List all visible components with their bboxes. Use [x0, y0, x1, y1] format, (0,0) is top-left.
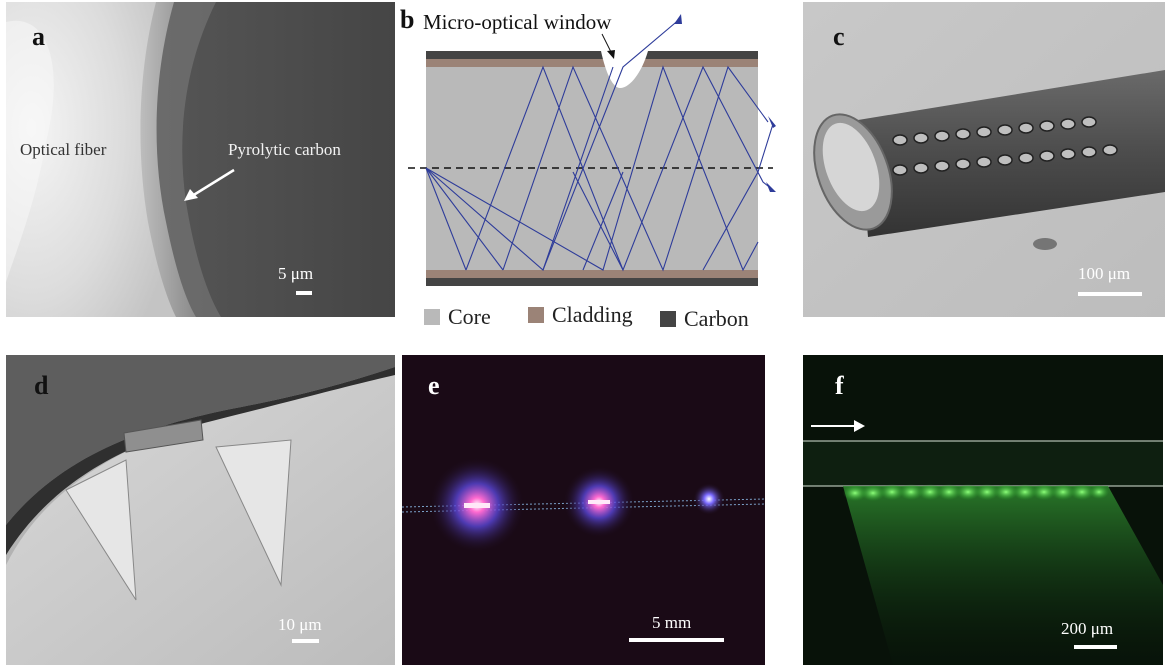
panel-c-scale-label: 100 μm — [1078, 264, 1131, 283]
panel-e-scale-bar — [629, 638, 724, 642]
micro-optical-window-notch — [601, 51, 648, 88]
legend-cladding-swatch — [528, 307, 544, 323]
legend-carbon-label: Carbon — [684, 306, 749, 331]
panel-f: f 200 μm — [803, 355, 1163, 665]
panel-e-scale-label: 5 mm — [652, 613, 692, 632]
top-cladding-layer — [426, 59, 758, 67]
legend-core-swatch — [424, 309, 440, 325]
optical-fiber-label: Optical fiber — [20, 140, 107, 159]
panel-e-label: e — [428, 371, 440, 400]
panel-a-label: a — [32, 22, 45, 51]
panel-f-scale-bar — [1074, 645, 1117, 649]
direction-arrow-icon — [854, 420, 865, 432]
ray-arrow-icon — [674, 14, 682, 24]
window-holes — [892, 116, 1118, 176]
light-rays — [425, 17, 774, 272]
legend-cladding: Cladding — [528, 302, 633, 328]
legend-carbon-swatch — [660, 311, 676, 327]
panel-e-photo — [402, 457, 765, 553]
panel-c-sem-image — [803, 2, 1165, 317]
pyrolytic-carbon-label: Pyrolytic carbon — [228, 140, 341, 159]
waveguide-diagram — [408, 14, 776, 286]
top-carbon-layer — [426, 51, 758, 59]
panel-d-scale-bar — [292, 639, 319, 643]
panel-d-scale-label: 10 μm — [278, 615, 322, 634]
panel-d-sem-image — [6, 355, 395, 665]
bottom-cladding-layer — [426, 270, 758, 278]
emission-dots — [843, 484, 1109, 501]
panel-c: c 100 μm — [803, 2, 1165, 317]
micro-optical-window-label: Micro-optical window — [423, 10, 612, 34]
legend-core-label: Core — [448, 304, 491, 329]
arrow-icon — [184, 168, 235, 201]
panel-d-label: d — [34, 371, 49, 400]
panel-a-scale-label: 5 μm — [278, 264, 314, 283]
legend-cladding-label: Cladding — [552, 302, 633, 327]
bottom-carbon-layer — [426, 278, 758, 286]
panel-b: b Micro-optical window Core Cladding Car… — [398, 2, 798, 332]
panel-f-label: f — [835, 371, 844, 400]
light-spot-3 — [693, 483, 725, 515]
ray-arrow-icon — [768, 116, 776, 128]
panel-e: e 5 mm — [402, 355, 765, 665]
panel-f-scale-label: 200 μm — [1061, 619, 1114, 638]
panel-f-photo — [803, 355, 1163, 665]
panel-c-scale-bar — [1078, 292, 1142, 296]
ray-arrow-icon — [766, 182, 776, 192]
panel-a-scale-bar — [296, 291, 312, 295]
panel-d: d 10 μm — [6, 355, 395, 665]
panel-b-label: b — [400, 5, 415, 34]
panel-a: a Optical fiber Pyrolytic carbon 5 μm — [6, 2, 395, 317]
legend-carbon: Carbon — [660, 306, 749, 332]
legend-core: Core — [424, 304, 491, 330]
panel-a-sem-image — [6, 2, 395, 317]
window-pointer-arrow-icon — [607, 50, 615, 59]
panel-c-label: c — [833, 22, 845, 51]
